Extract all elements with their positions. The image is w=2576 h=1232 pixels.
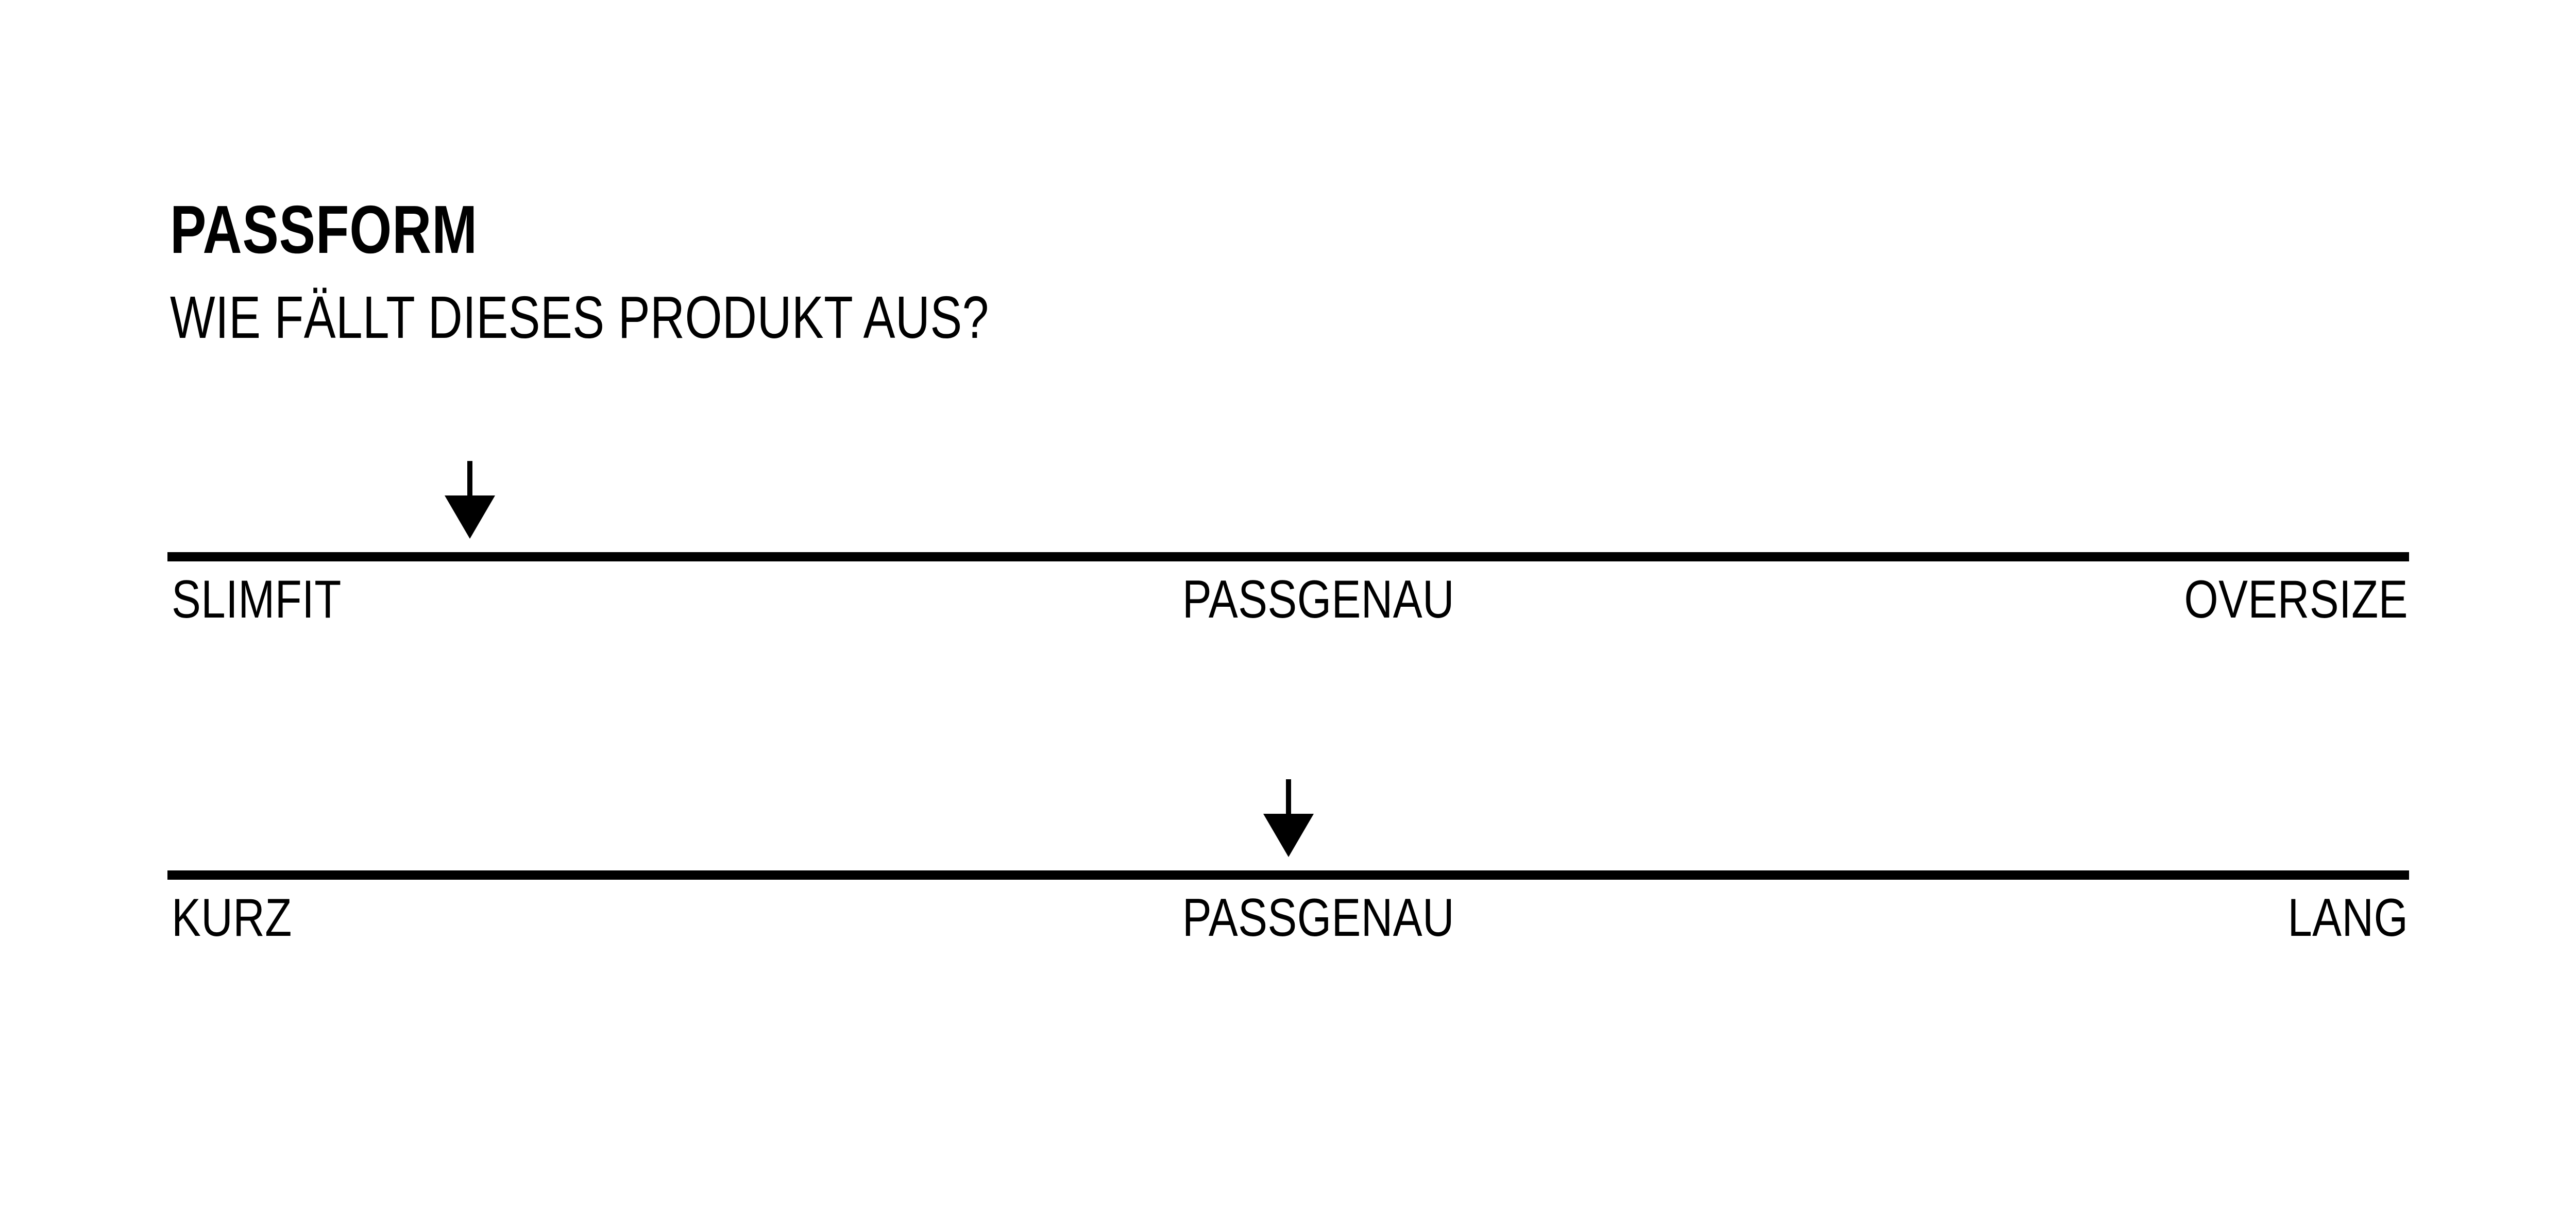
fit-width-scale-labels: SLIMFIT PASSGENAU OVERSIZE — [167, 573, 2409, 645]
down-arrow-stem — [467, 461, 473, 510]
fit-length-label-center-text: PASSGENAU — [1182, 888, 1454, 948]
fit-width-scale: SLIMFIT PASSGENAU OVERSIZE — [167, 461, 2409, 645]
fit-width-label-center-text: PASSGENAU — [1182, 570, 1454, 629]
fit-width-label-right: OVERSIZE — [2184, 570, 2408, 629]
page-subtitle: WIE FÄLLT DIESES PRODUKT AUS? — [170, 284, 989, 351]
panel-header: PASSFORM WIE FÄLLT DIESES PRODUKT AUS? — [170, 192, 2411, 351]
fit-length-label-center: PASSGENAU — [1182, 891, 1590, 945]
page-title: PASSFORM — [170, 192, 478, 267]
fit-length-scale-labels: KURZ PASSGENAU LANG — [167, 891, 2409, 963]
down-arrow-stem — [1285, 779, 1291, 828]
down-arrow-icon — [445, 495, 496, 539]
fit-length-scale: KURZ PASSGENAU LANG — [167, 779, 2409, 963]
fit-width-label-left: SLIMFIT — [172, 570, 342, 629]
down-arrow-icon — [1263, 814, 1314, 857]
fit-length-scale-bar[interactable] — [167, 779, 2409, 880]
fit-length-label-left: KURZ — [172, 888, 292, 948]
fit-width-label-center: PASSGENAU — [1182, 573, 1590, 626]
fit-length-label-right: LANG — [2287, 888, 2408, 948]
fit-width-scale-bar[interactable] — [167, 461, 2409, 561]
